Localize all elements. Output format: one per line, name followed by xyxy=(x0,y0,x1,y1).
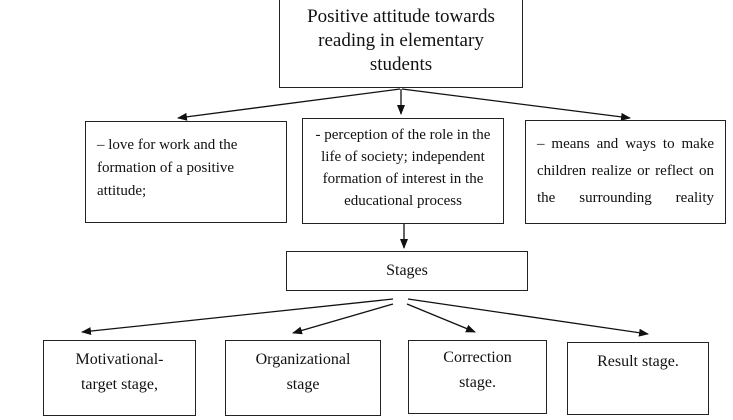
component-text-line: children realize or reflect on xyxy=(537,163,714,179)
stage-label: Result stage. xyxy=(597,353,679,370)
component-box-love-for-work: – love for work and the formation of a p… xyxy=(85,121,287,223)
arrow-to-organizational xyxy=(292,303,394,335)
component-text-line: the surrounding reality xyxy=(537,190,714,206)
component-text: – love for work and the formation of a p… xyxy=(97,137,238,199)
stage-label: Organizational stage xyxy=(255,351,351,393)
stage-label: Correction stage. xyxy=(443,349,512,391)
title-box: Positive attitude towards reading in ele… xyxy=(279,0,523,88)
component-box-perception: - perception of the role in the life of … xyxy=(302,118,504,224)
stage-box-organizational: Organizational stage xyxy=(225,340,381,416)
stage-box-motivational: Motivational-target stage, xyxy=(43,340,196,416)
arrow-to-left-box xyxy=(177,88,401,121)
arrow-to-result xyxy=(407,298,649,337)
stage-label: Motivational-target stage, xyxy=(75,351,164,393)
component-box-means-and-ways: – means and ways to make children realiz… xyxy=(525,120,726,224)
stage-box-result: Result stage. xyxy=(567,342,709,415)
arrow-to-right-box xyxy=(401,88,631,121)
arrow-to-motivational xyxy=(81,298,394,336)
title-text: Positive attitude towards reading in ele… xyxy=(307,6,495,75)
component-text-line: – means and ways to make xyxy=(537,136,714,152)
component-text: - perception of the role in the life of … xyxy=(315,127,491,209)
stage-box-correction: Correction stage. xyxy=(408,340,547,414)
stages-box: Stages xyxy=(286,251,528,291)
stages-label: Stages xyxy=(386,262,428,279)
arrow-to-correction xyxy=(406,303,476,333)
